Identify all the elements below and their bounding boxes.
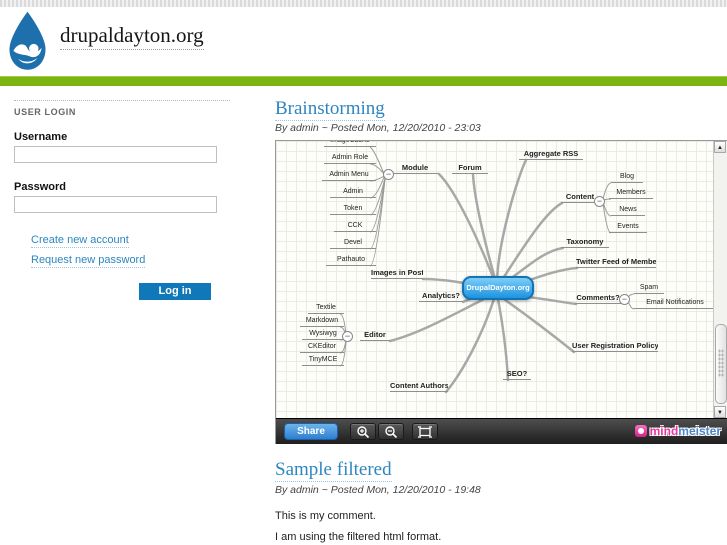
mindmap-node-forum[interactable]: Forum [452,163,488,174]
fit-to-screen-button[interactable] [412,423,438,440]
scroll-up-icon[interactable]: ▲ [714,141,726,153]
mindmap-scrollbar[interactable]: ▲ ▼ [713,141,727,418]
mindmap-node-analytics[interactable]: Analytics? [419,291,463,302]
sidebar-divider [14,100,230,101]
password-input[interactable] [14,196,217,213]
top-strip [0,0,727,7]
mindmap-node-aggregate-rss[interactable]: Aggregate RSS [519,149,583,160]
username-input[interactable] [14,146,217,163]
collapse-icon[interactable]: − [594,196,605,207]
mindmap-node-token[interactable]: Token [330,204,376,215]
mindmap-toolbar: Share m [276,418,727,444]
post-paragraph: This is my comment. [275,510,376,522]
site-title-link[interactable]: drupaldayton.org [60,23,204,50]
scroll-down-icon[interactable]: ▼ [714,406,726,418]
mindmeister-icon [634,425,647,437]
mindmap-node-admin[interactable]: Admin [330,187,376,198]
drupal-logo-icon[interactable] [4,10,51,73]
mindmap-node-twitter-feed[interactable]: Twitter Feed of Members [576,257,656,268]
post-paragraph: I am using the filtered html format. [275,531,442,543]
mindmap-node-tinymce[interactable]: TinyMCE [302,355,344,366]
mindmap-node-markdown[interactable]: Markdown [300,316,344,327]
mindmap-node-admin-role[interactable]: Admin Role [324,153,376,164]
zoom-in-button[interactable] [350,423,376,440]
mindmap-node-email-notifications[interactable]: Email Notifications [634,298,716,309]
accent-green-bar [0,76,727,86]
post-title-sample-filtered[interactable]: Sample filtered [275,459,392,482]
mindmap-node-ckeditor[interactable]: CKEditor [300,342,344,353]
zoom-out-button[interactable] [378,423,404,440]
mindmap-node-spam[interactable]: Spam [634,283,664,294]
mindmap-node-wysiwyg[interactable]: Wysiwyg [302,329,344,340]
mindmap-node-blog[interactable]: Blog [611,172,643,183]
post-title-brainstorming[interactable]: Brainstorming [275,98,385,121]
site-title-text: drupaldayton.org [60,23,204,50]
mindmap-node-content[interactable]: Content [561,192,599,203]
collapse-icon[interactable]: − [619,294,630,305]
mindmeister-embed: Module Forum Aggregate RSS Content Taxon… [275,140,727,444]
collapse-icon[interactable]: − [383,169,394,180]
mindmap-node-user-registration-policy[interactable]: User Registration Policy [572,341,658,352]
zoom-in-icon [357,426,370,439]
share-button[interactable]: Share [284,423,338,440]
login-button[interactable]: Log in [139,283,211,300]
mindmap-node-imagecache[interactable]: ImageCache [324,141,376,147]
password-label: Password [14,181,66,193]
mindmap-node-admin-menu[interactable]: Admin Menu [322,170,376,181]
mindmap-node-editor[interactable]: Editor [360,330,390,341]
collapse-icon[interactable]: − [342,331,353,342]
mindmap-node-cck[interactable]: CCK [334,221,376,232]
username-label: Username [14,131,68,143]
request-password-link[interactable]: Request new password [31,254,146,268]
post-byline: By admin ~ Posted Mon, 12/20/2010 - 19:4… [275,484,481,496]
mindmap-node-taxonomy[interactable]: Taxonomy [561,237,609,248]
mindmap-node-members[interactable]: Members [609,188,653,199]
mindmap-node-textile[interactable]: Textile [308,303,344,314]
post-byline: By admin ~ Posted Mon, 12/20/2010 - 23:0… [275,122,481,134]
mindmap-node-comments[interactable]: Comments? [575,293,621,304]
mindmap-node-devel[interactable]: Devel [330,238,376,249]
scrollbar-thumb[interactable] [715,324,727,404]
mindmap-node-module[interactable]: Module [392,163,438,174]
brand-text-mind: mind [649,424,679,438]
mindmap-node-seo[interactable]: SEO? [503,369,531,380]
mindmap-root-node[interactable]: DrupalDayton.org [462,276,534,300]
user-login-block-title: USER LOGIN [14,107,77,117]
mindmap-node-events[interactable]: Events [609,222,647,233]
zoom-out-icon [385,426,398,439]
create-account-link[interactable]: Create new account [31,234,129,248]
brand-text-meister: meister [678,424,721,438]
fit-to-screen-icon [418,426,432,438]
mindmap-node-pathauto[interactable]: Pathauto [326,255,376,266]
mindmap-node-images-in-posts[interactable]: Images in Posts [371,268,423,279]
mindmeister-logo[interactable]: mindmeister [634,424,721,439]
mindmap-canvas[interactable]: Module Forum Aggregate RSS Content Taxon… [276,141,727,418]
mindmap-node-news[interactable]: News [611,205,645,216]
mindmap-node-content-authors[interactable]: Content Authors [390,381,448,392]
